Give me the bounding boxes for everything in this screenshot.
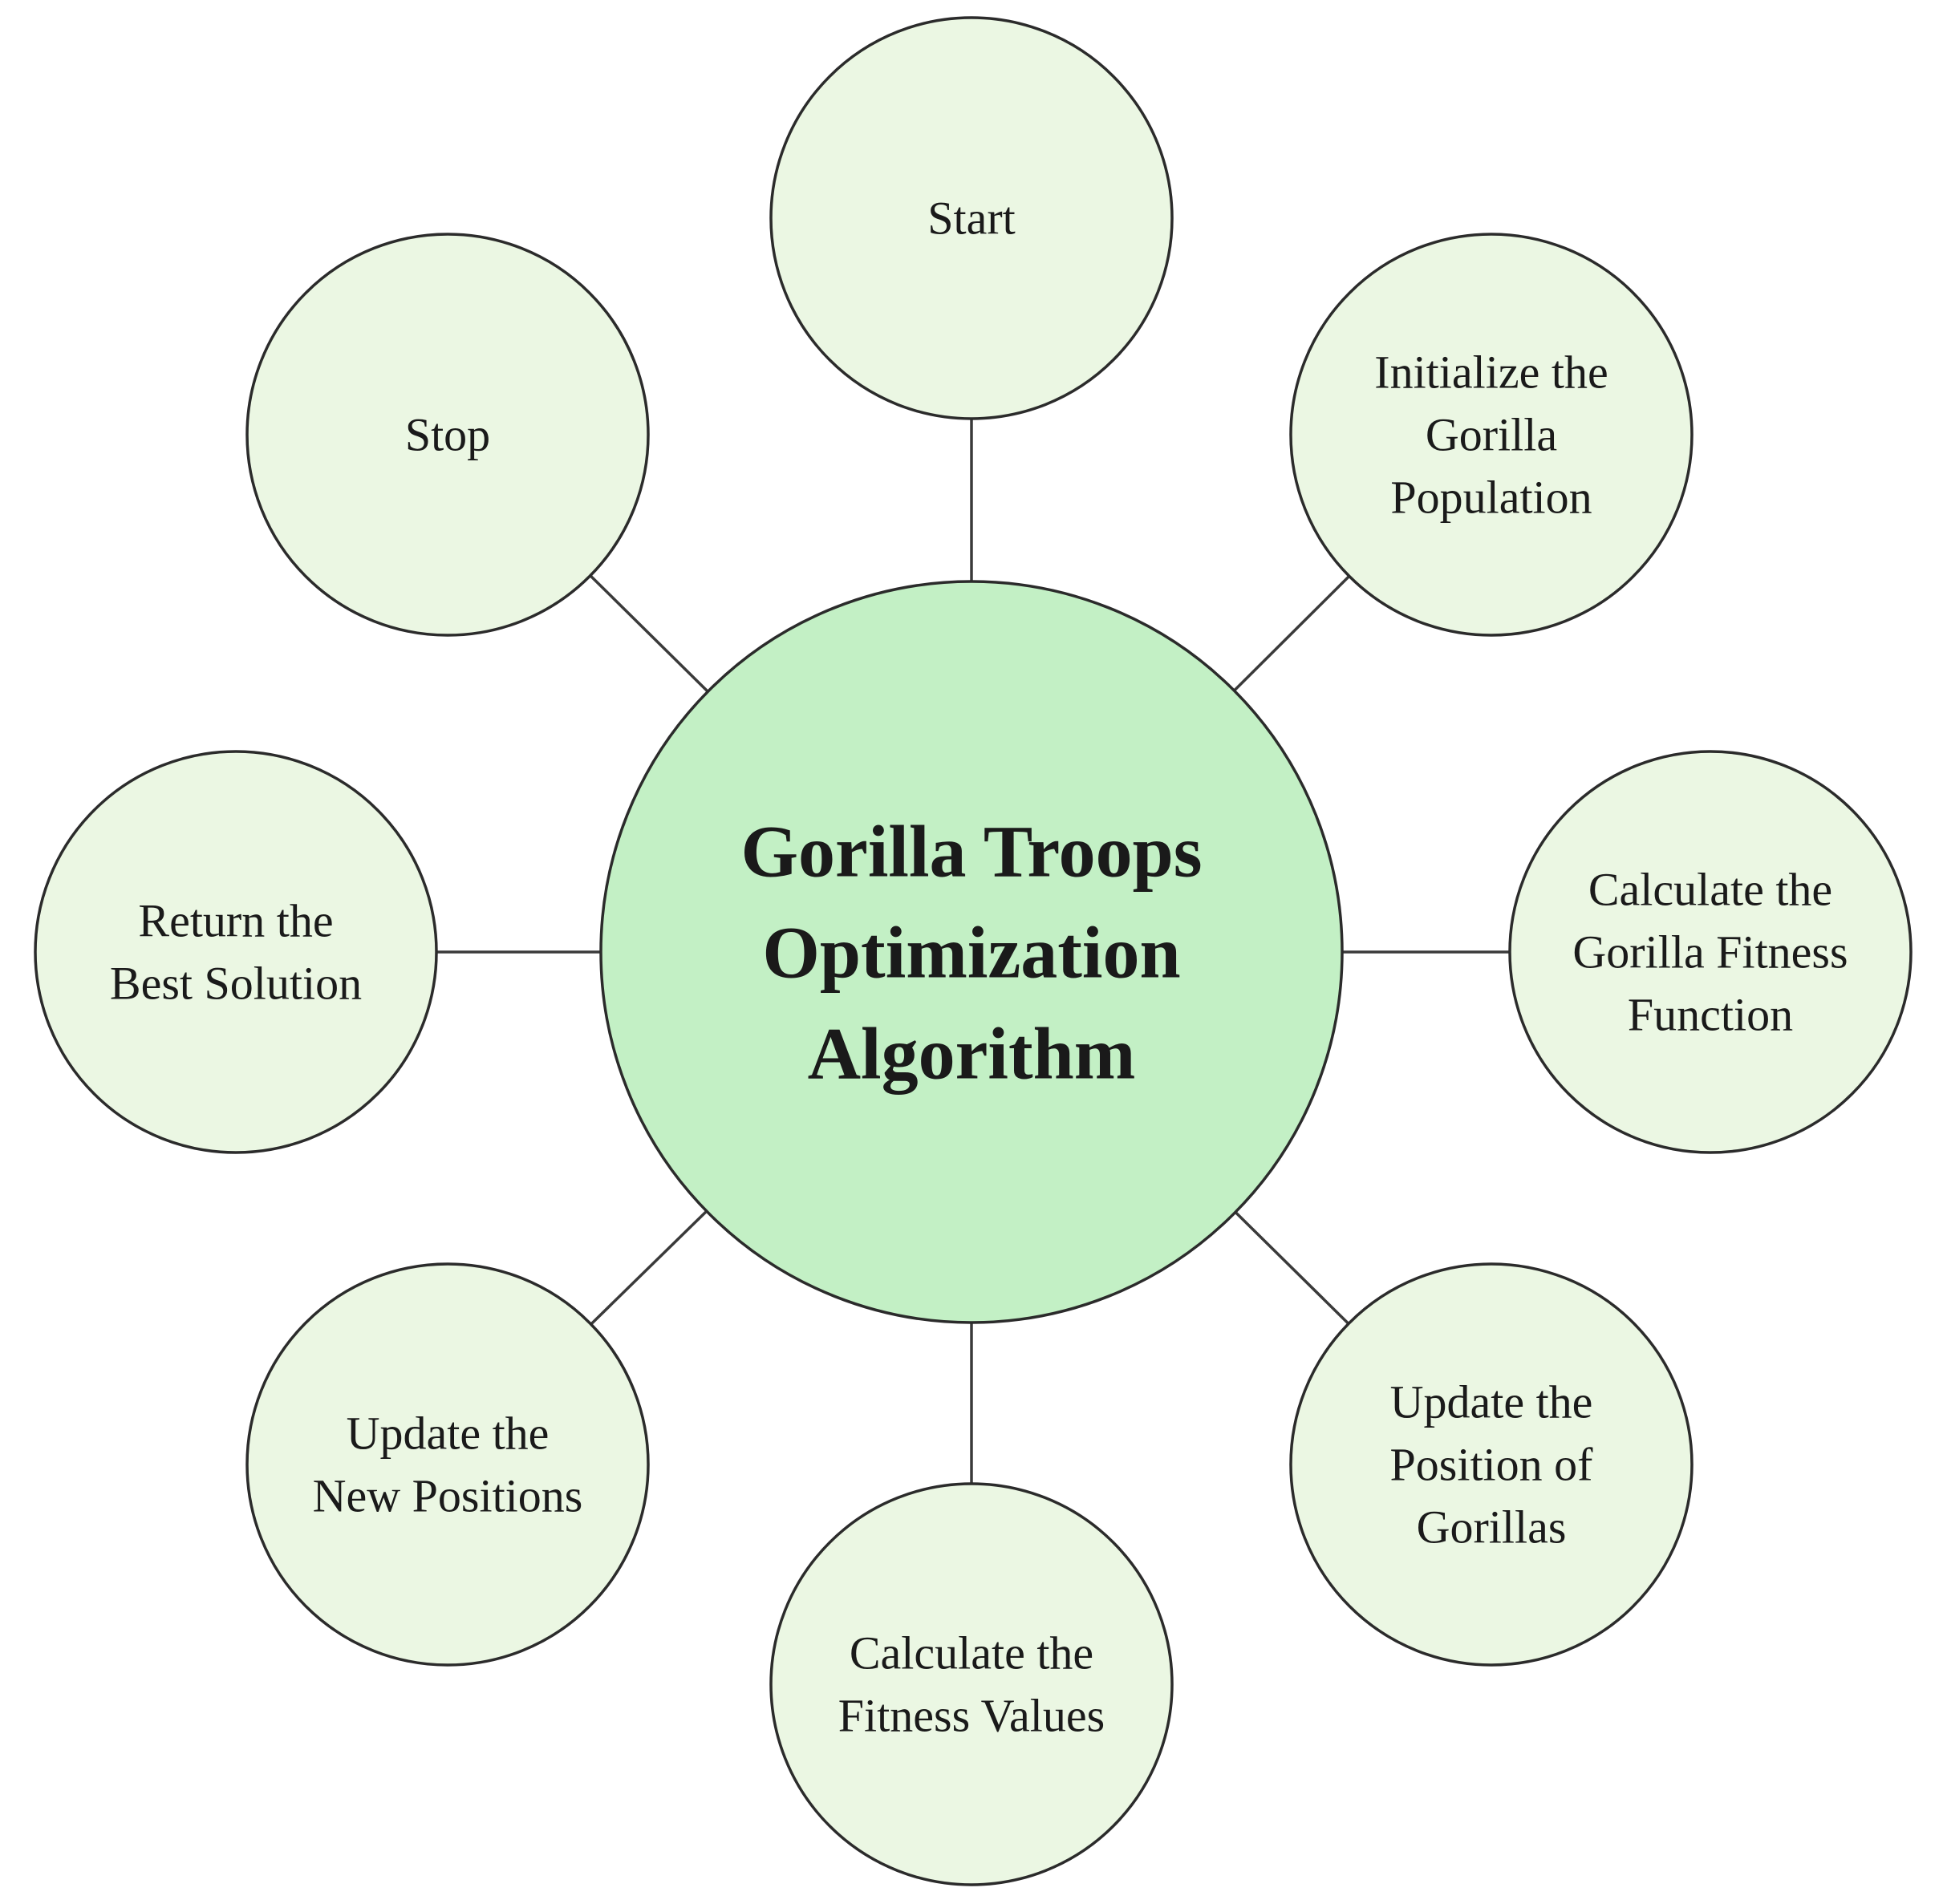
- hub-title-line: Gorilla Troops: [740, 810, 1202, 892]
- node-circle: [245, 1262, 650, 1667]
- node-label-line: Best Solution: [110, 958, 362, 1010]
- node-circle: [1289, 233, 1694, 637]
- node-circle: [34, 750, 438, 1154]
- hub-title-line: Algorithm: [808, 1012, 1136, 1094]
- connector-stop: [589, 574, 709, 693]
- node-label-line: Start: [927, 192, 1016, 245]
- node-start: Start: [769, 16, 1174, 420]
- node-label-line: Position of: [1390, 1439, 1594, 1491]
- node-label-line: Gorillas: [1417, 1501, 1567, 1554]
- node-circle: [1289, 1262, 1694, 1667]
- connector-update-new-positions: [590, 1209, 708, 1326]
- node-label-line: Stop: [405, 409, 490, 461]
- node-label-line: Population: [1390, 472, 1592, 524]
- node-circle: [769, 1482, 1174, 1886]
- node-label-line: Gorilla Fitness: [1572, 926, 1848, 978]
- node-label-line: Initialize the: [1374, 346, 1608, 399]
- node-label-line: Fitness Values: [838, 1690, 1105, 1742]
- node-circle: [769, 16, 1174, 420]
- node-circle: [245, 233, 650, 637]
- node-label-line: Update the: [1390, 1376, 1593, 1428]
- hub-circle: [599, 580, 1344, 1324]
- node-label-line: Calculate the: [1588, 864, 1832, 916]
- node-label-line: Gorilla: [1426, 409, 1557, 461]
- hub-title-line: Optimization: [762, 911, 1180, 993]
- node-circle: [1508, 750, 1913, 1154]
- node-label-line: Calculate the: [850, 1627, 1093, 1679]
- node-label-line: Return the: [138, 895, 333, 947]
- node-label-line: Function: [1628, 989, 1793, 1041]
- node-label-line: New Positions: [313, 1470, 583, 1522]
- connector-initialize-population: [1233, 575, 1351, 692]
- connector-update-position-of-gorillas: [1234, 1211, 1350, 1325]
- node-label-line: Update the: [347, 1408, 550, 1460]
- connector-lines: [436, 419, 1510, 1484]
- node-stop: Stop: [245, 233, 650, 637]
